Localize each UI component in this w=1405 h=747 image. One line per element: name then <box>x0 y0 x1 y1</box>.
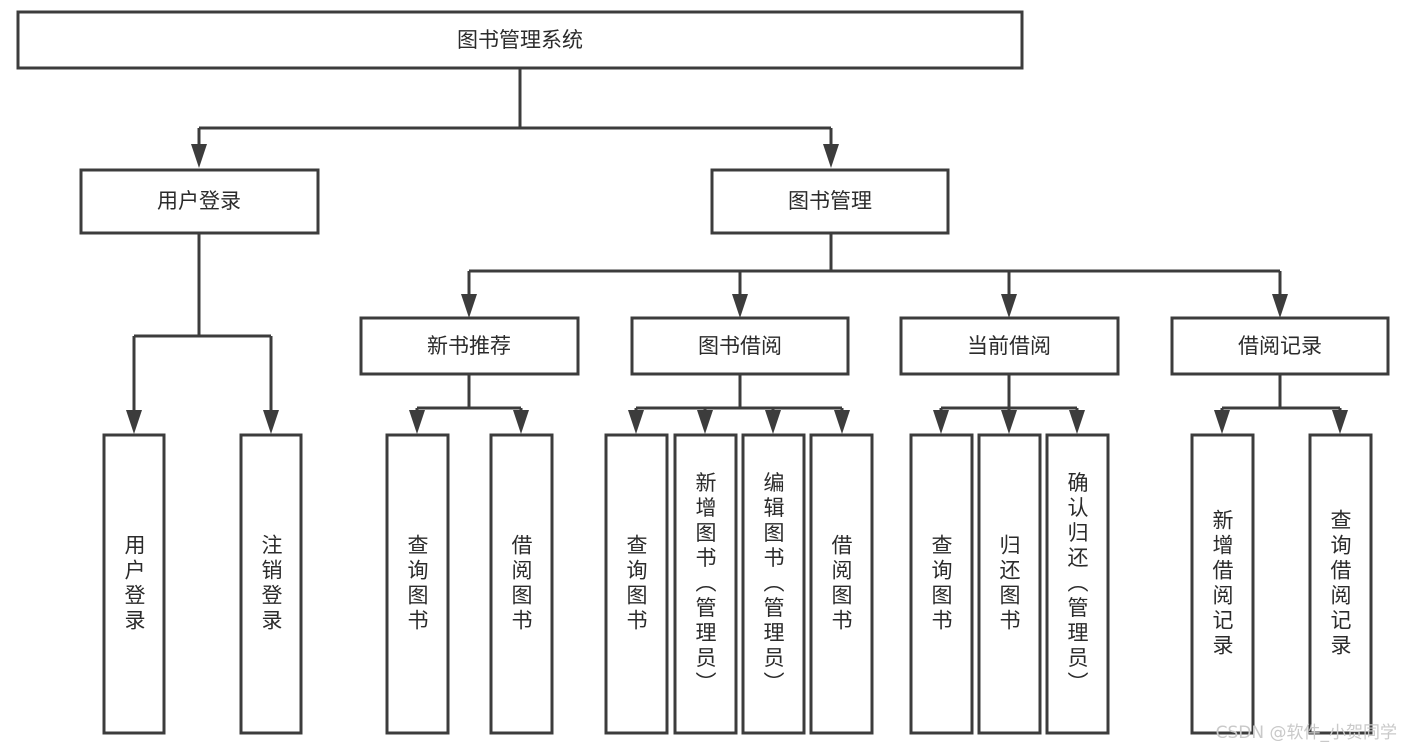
leaf-label: 查询图书 <box>624 534 648 634</box>
arrow-icon <box>628 410 644 434</box>
node-box <box>1170 316 1390 376</box>
arrow-icon <box>834 410 850 434</box>
leaf-current-borrow-1[interactable]: 归还图书 <box>977 433 1042 735</box>
arrow-icon <box>191 144 207 168</box>
node-book-management[interactable]: 图书管理 <box>710 168 950 235</box>
node-current-borrow-label: 当前借阅 <box>967 334 1051 358</box>
node-box <box>899 316 1120 376</box>
leaf-borrow-record-1[interactable]: 查询借阅记录 <box>1308 433 1373 735</box>
node-box <box>977 433 1042 735</box>
node-box <box>79 168 320 235</box>
leaf-new-book-recommend-1[interactable]: 借阅图书 <box>489 433 554 735</box>
node-box <box>809 433 874 735</box>
arrow-icon <box>732 294 748 318</box>
arrow-icon <box>1001 410 1017 434</box>
arrow-icon <box>933 410 949 434</box>
leaf-book-borrow-1[interactable]: 新增图书（管理员） <box>673 433 738 735</box>
node-box <box>909 433 974 735</box>
leaf-label: 新增图书（管理员） <box>693 472 717 697</box>
arrow-icon <box>823 144 839 168</box>
node-box <box>710 168 950 235</box>
node-box <box>673 433 738 735</box>
leaf-user-login-0[interactable]: 用户登录 <box>102 433 166 735</box>
arrow-icon <box>263 410 279 434</box>
node-box <box>239 433 303 735</box>
node-book-borrow[interactable]: 图书借阅 <box>630 316 850 376</box>
arrow-icon <box>126 410 142 434</box>
node-root-label: 图书管理系统 <box>457 28 583 52</box>
connector-bookmgmt-to-level2 <box>461 233 1288 318</box>
connector-bookborrow-to-leaves <box>628 374 850 434</box>
node-box <box>359 316 580 376</box>
leaf-label: 归还图书 <box>997 534 1021 634</box>
connector-newbook-to-leaves <box>409 374 529 434</box>
leaf-label: 新增借阅记录 <box>1210 509 1234 659</box>
node-box <box>630 316 850 376</box>
node-user-login-label: 用户登录 <box>157 189 241 213</box>
node-box <box>102 433 166 735</box>
arrow-icon <box>1069 410 1085 434</box>
leaf-label: 借阅图书 <box>829 534 853 634</box>
leaf-label: 编辑图书（管理员） <box>761 472 785 697</box>
leaf-current-borrow-0[interactable]: 查询图书 <box>909 433 974 735</box>
node-box <box>604 433 669 735</box>
leaf-user-login-1[interactable]: 注销登录 <box>239 433 303 735</box>
arrow-icon <box>765 410 781 434</box>
leaf-label: 注销登录 <box>259 534 283 634</box>
node-current-borrow[interactable]: 当前借阅 <box>899 316 1120 376</box>
node-root-system[interactable]: 图书管理系统 <box>16 10 1024 70</box>
connector-borrowrecord-to-leaves <box>1214 374 1348 434</box>
node-book-management-label: 图书管理 <box>788 189 872 213</box>
node-box <box>741 433 806 735</box>
leaf-label: 借阅图书 <box>509 534 533 634</box>
arrow-icon <box>1001 294 1017 318</box>
leaf-borrow-record-0[interactable]: 新增借阅记录 <box>1190 433 1255 735</box>
arrow-icon <box>461 294 477 318</box>
arrow-icon <box>1214 410 1230 434</box>
arrow-icon <box>409 410 425 434</box>
leaf-book-borrow-3[interactable]: 借阅图书 <box>809 433 874 735</box>
node-box <box>1045 433 1110 735</box>
leaf-book-borrow-0[interactable]: 查询图书 <box>604 433 669 735</box>
node-box <box>385 433 450 735</box>
leaf-label: 查询图书 <box>405 534 429 634</box>
arrow-icon <box>697 410 713 434</box>
node-box <box>1308 433 1373 735</box>
connector-userlogin-to-leaves <box>126 233 279 434</box>
node-new-book-recommend-label: 新书推荐 <box>427 334 511 358</box>
leaf-label: 确认归还（管理员） <box>1065 472 1089 697</box>
leaf-current-borrow-2[interactable]: 确认归还（管理员） <box>1045 433 1110 735</box>
node-borrow-record[interactable]: 借阅记录 <box>1170 316 1390 376</box>
leaf-book-borrow-2[interactable]: 编辑图书（管理员） <box>741 433 806 735</box>
arrow-icon <box>1332 410 1348 434</box>
arrow-icon <box>513 410 529 434</box>
node-box <box>1190 433 1255 735</box>
node-new-book-recommend[interactable]: 新书推荐 <box>359 316 580 376</box>
leaf-label: 查询借阅记录 <box>1328 509 1352 659</box>
arrow-icon <box>1272 294 1288 318</box>
node-borrow-record-label: 借阅记录 <box>1238 334 1322 358</box>
node-user-login[interactable]: 用户登录 <box>79 168 320 235</box>
connector-currentborrow-to-leaves <box>933 374 1085 434</box>
node-box <box>489 433 554 735</box>
leaf-new-book-recommend-0[interactable]: 查询图书 <box>385 433 450 735</box>
leaf-label: 用户登录 <box>122 534 146 634</box>
connector-root-to-level1 <box>191 68 839 168</box>
node-book-borrow-label: 图书借阅 <box>698 334 782 358</box>
node-box <box>16 10 1024 70</box>
leaf-label: 查询图书 <box>929 534 953 634</box>
